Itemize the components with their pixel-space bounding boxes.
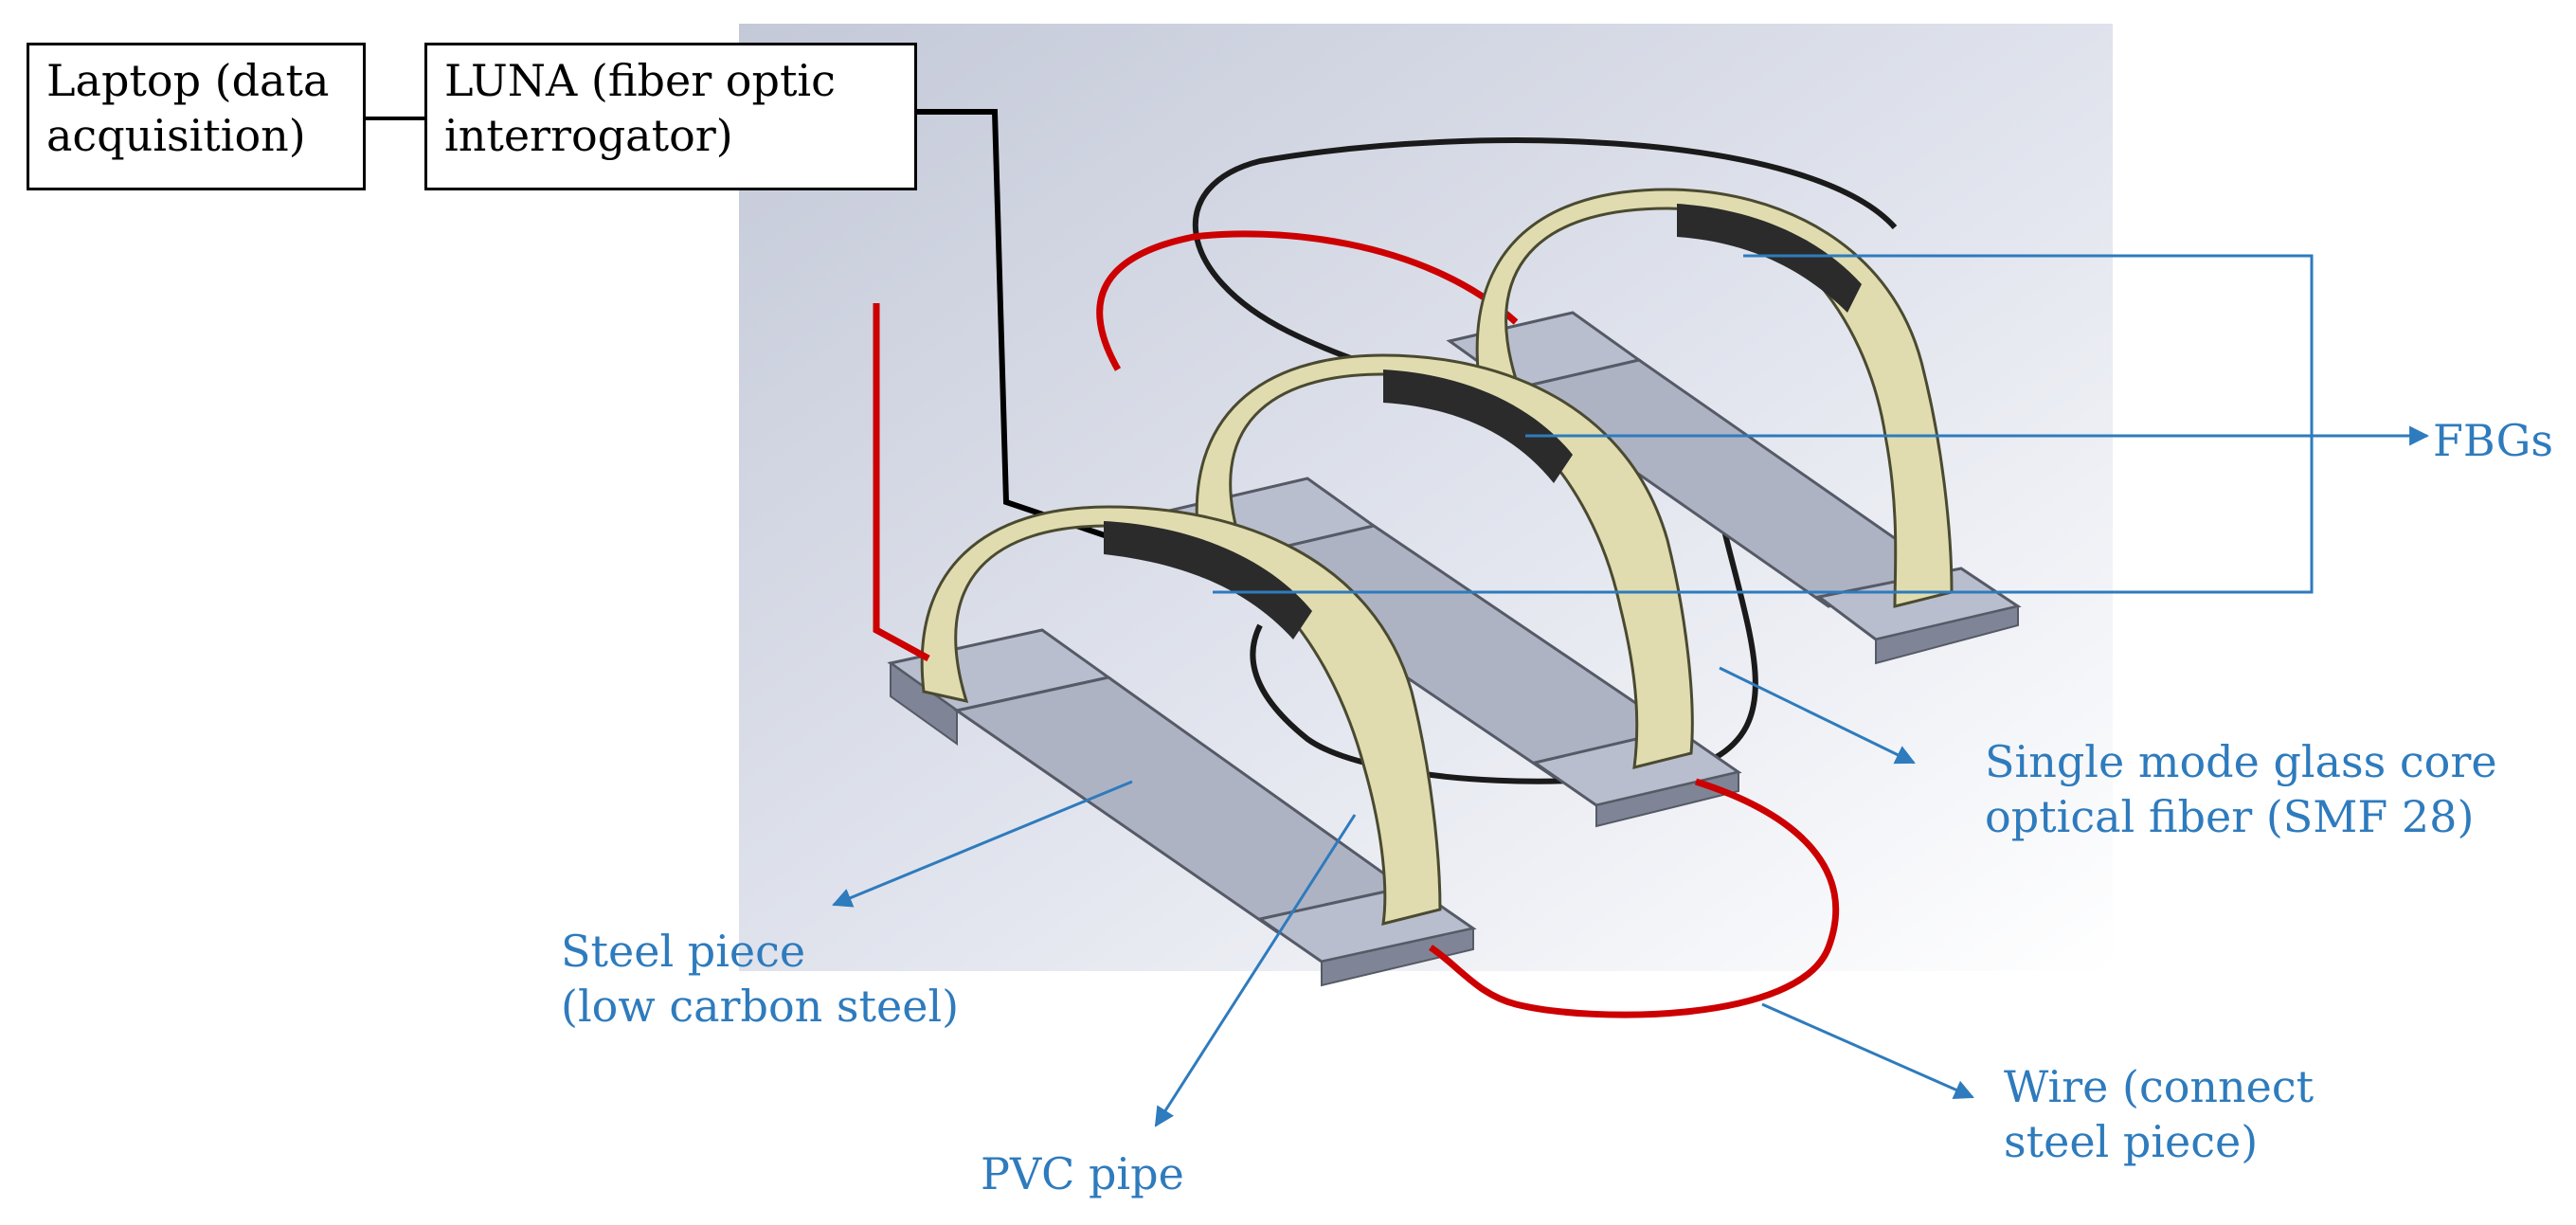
luna-box-line2: interrogator)	[444, 110, 733, 161]
fiber-label-line1: Single mode glass core	[1985, 736, 2497, 787]
laptop-box-line1: Laptop (data	[46, 55, 330, 106]
luna-box-line1: LUNA (fiber optic	[444, 55, 836, 106]
laptop-box: Laptop (data acquisition)	[27, 43, 366, 190]
steel-piece-label: Steel piece (low carbon steel)	[561, 924, 959, 1034]
steel-label-line1: Steel piece	[561, 926, 806, 977]
pvc-pipe-middle	[1195, 353, 1694, 769]
fiber-label: Single mode glass core optical fiber (SM…	[1985, 734, 2497, 844]
wire-label: Wire (connect steel piece)	[2004, 1059, 2314, 1169]
luna-fiber-lead	[917, 109, 1176, 562]
steel-label-line2: (low carbon steel)	[561, 981, 960, 1032]
fbgs-label: FBGs	[2433, 415, 2553, 466]
annotation-lines	[832, 254, 2430, 1127]
wire-front	[1429, 778, 1840, 1018]
pvc-pipe-front	[920, 505, 1442, 926]
wire-label-line1: Wire (connect	[2004, 1061, 2315, 1112]
laptop-box-line2: acquisition)	[46, 110, 306, 161]
wire-back	[1096, 230, 1519, 371]
pvc-pipe-label: PVC pipe	[981, 1148, 1184, 1199]
luna-box: LUNA (fiber optic interrogator)	[424, 43, 917, 190]
fiber-label-line2: optical fiber (SMF 28)	[1985, 791, 2475, 842]
wire-label-line2: steel piece)	[2004, 1116, 2259, 1167]
wire-lead	[873, 303, 930, 662]
